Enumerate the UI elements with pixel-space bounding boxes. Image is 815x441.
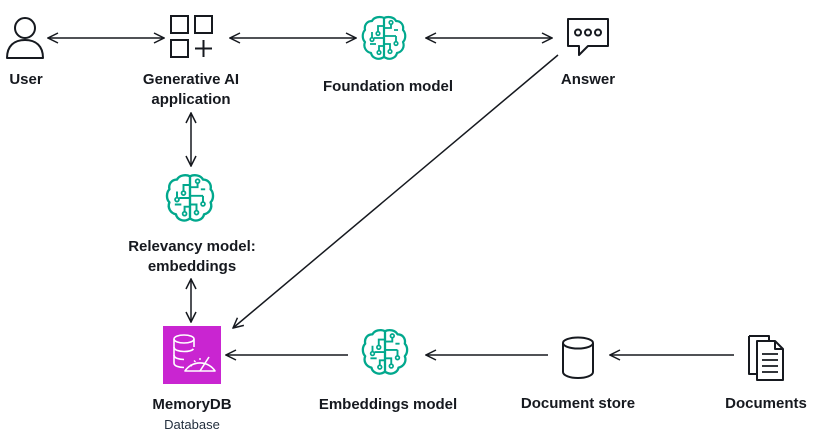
brain-circuit-icon (361, 328, 409, 375)
embeddings-model-label: Embeddings model (318, 396, 458, 413)
relevancy-model-label-line2: embeddings (147, 258, 237, 275)
apps-grid-icon (170, 15, 213, 58)
user-label: User (9, 71, 43, 88)
relevancy-model-label-line1: Relevancy model: (128, 238, 256, 255)
brain-circuit-icon (165, 174, 215, 222)
chat-bubble-icon (567, 18, 609, 56)
documents-icon (748, 335, 784, 381)
brain-circuit-icon (361, 15, 407, 60)
document-store-label: Document store (520, 395, 636, 412)
database-cylinder-icon (562, 336, 594, 380)
genai-application-label-line2: application (151, 91, 231, 108)
answer-label: Answer (560, 71, 616, 88)
memorydb-icon (163, 326, 221, 384)
documents-label: Documents (725, 395, 807, 412)
memorydb-label: MemoryDB (152, 396, 232, 413)
user-icon (6, 17, 44, 59)
memorydb-sublabel: Database (164, 417, 220, 432)
foundation-model-label: Foundation model (323, 78, 453, 95)
genai-application-label-line1: Generative AI (142, 71, 240, 88)
arrow-answer-memorydb (233, 54, 559, 328)
